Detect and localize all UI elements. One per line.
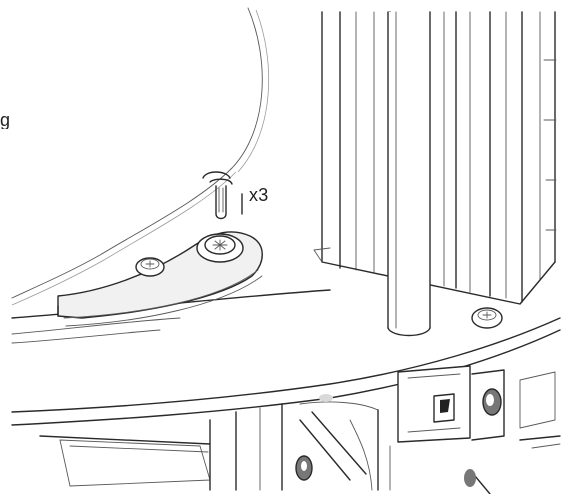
base-plate-slot-edge: [11, 317, 181, 335]
upper-plate-edge: [231, 7, 263, 169]
vertical-rod: [387, 11, 431, 337]
bracket-thickness-line-2: [65, 275, 263, 327]
base-plate-front-edge: [11, 317, 561, 413]
upper-plate-edge-inner: [237, 9, 270, 173]
upper-plate-lower-edge-inner: [11, 171, 237, 306]
washer-icon: [196, 233, 244, 263]
screw-icon: [202, 171, 233, 220]
cap-screw-icon: [471, 307, 503, 329]
lower-carriage: [397, 365, 556, 443]
upper-plate-lower-edge: [11, 167, 233, 299]
quantity-callout: x3: [249, 185, 269, 205]
margin-mark: g: [0, 111, 11, 129]
aluminum-extrusion: [313, 11, 557, 305]
bracket-thickness-line: [63, 269, 259, 319]
base-plate-slot-edge-2: [11, 329, 161, 344]
lower-frame: [39, 394, 561, 494]
cap-screw-icon: [135, 257, 165, 277]
